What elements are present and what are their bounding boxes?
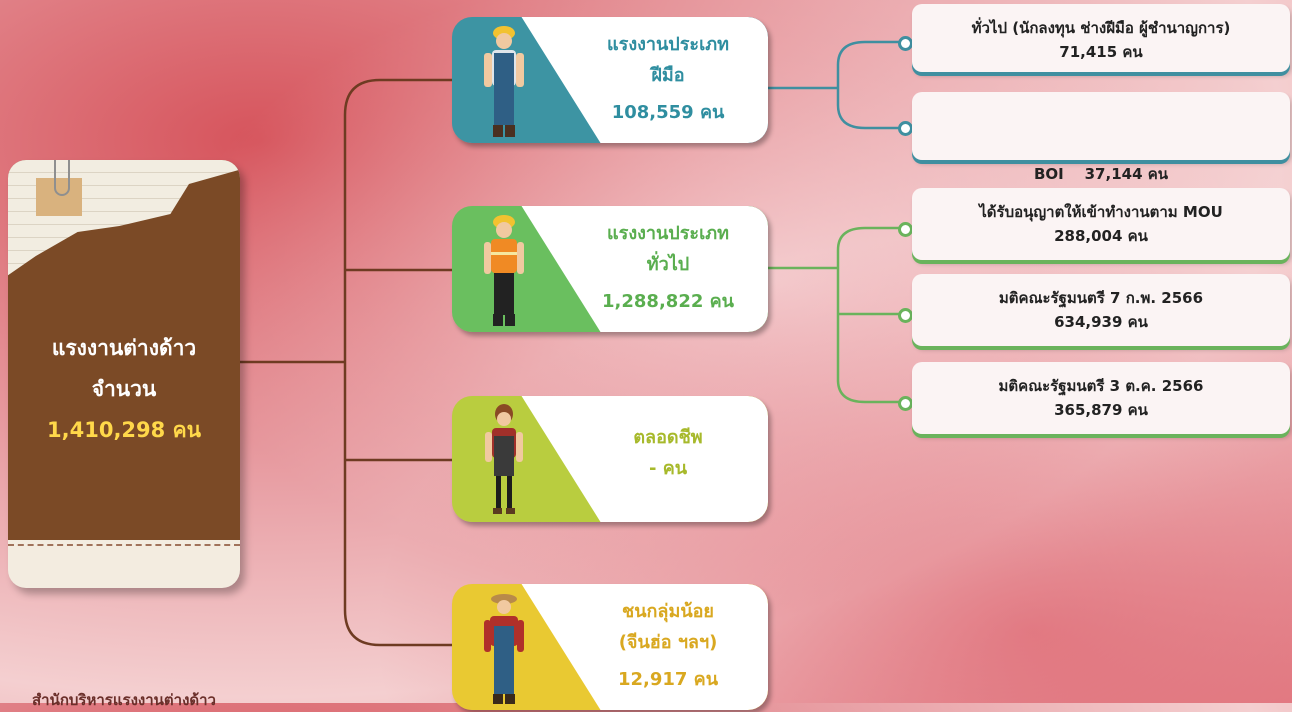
category-title1: ตลอดชีพ: [633, 427, 703, 448]
sub-line1: ทั่วไป (นักลงทุน ช่างฝีมือ ผู้ชำนาญการ): [971, 19, 1231, 37]
category-title2: (จีนฮ่อ ฯลฯ): [618, 632, 718, 653]
category-title1: แรงงานประเภท: [607, 223, 729, 244]
worker-helmet-icon: [484, 26, 524, 137]
sub-line2: 288,004 คน: [1054, 227, 1148, 245]
category-title2: ฝีมือ: [651, 65, 685, 86]
sub-line1: ได้รับอนุญาตให้เข้าทำงานตาม MOU: [979, 203, 1223, 221]
category-label: แรงงานประเภท ทั่วไป 1,288,822 คน: [568, 218, 768, 317]
connector-dot: [898, 36, 913, 51]
connector-dot: [898, 308, 913, 323]
sub-general-mou: ได้รับอนุญาตให้เข้าทำงานตาม MOU 288,004 …: [912, 188, 1290, 260]
sub-line2: 71,415 คน: [1059, 43, 1143, 61]
sub-skilled-boi: BOI 37,144 คน: [912, 92, 1290, 183]
sub-skilled-general: ทั่วไป (นักลงทุน ช่างฝีมือ ผู้ชำนาญการ) …: [912, 4, 1290, 72]
category-general: แรงงานประเภท ทั่วไป 1,288,822 คน: [452, 206, 768, 332]
footer-source: สำนักบริหารแรงงานต่างด้าว: [32, 691, 216, 709]
paperclip-icon: [54, 160, 70, 196]
farmer-overalls-icon: [484, 594, 524, 704]
root-connectors: [240, 78, 452, 647]
sub-general-cabinet-oct: มติคณะรัฐมนตรี 3 ต.ค. 2566 365,879 คน: [912, 362, 1290, 434]
category-title1: ชนกลุ่มน้อย: [622, 601, 714, 622]
woman-apron-icon: [485, 404, 523, 514]
sub-line1: มติคณะรัฐมนตรี 3 ต.ค. 2566: [998, 377, 1204, 395]
category-skilled: แรงงานประเภท ฝีมือ 108,559 คน: [452, 17, 768, 143]
connector-dot: [898, 222, 913, 237]
category-title2: ทั่วไป: [646, 254, 690, 275]
category-count: 1,288,822 คน: [602, 291, 734, 312]
sub-line2: 365,879 คน: [1054, 401, 1148, 419]
connector-dot: [898, 121, 913, 136]
worker-vest-icon: [484, 215, 524, 326]
category-lifetime: ตลอดชีพ - คน: [452, 396, 768, 522]
connector-dot: [898, 396, 913, 411]
category-title1: แรงงานประเภท: [607, 34, 729, 55]
category-count: - คน: [648, 458, 688, 479]
sub-line2: 634,939 คน: [1054, 313, 1148, 331]
root-notebook: แรงงานต่างด้าว จำนวน 1,410,298 คน: [8, 160, 240, 588]
skilled-connectors: [768, 40, 905, 130]
notebook-dashed-line: [8, 544, 240, 546]
category-label: แรงงานประเภท ฝีมือ 108,559 คน: [568, 29, 768, 128]
category-count: 12,917 คน: [617, 669, 719, 690]
category-count: 108,559 คน: [611, 102, 725, 123]
root-label: แรงงานต่างด้าว จำนวน 1,410,298 คน: [8, 328, 240, 451]
category-label: ตลอดชีพ - คน: [568, 422, 768, 484]
root-total: 1,410,298 คน: [47, 418, 201, 442]
category-label: ชนกลุ่มน้อย (จีนฮ่อ ฯลฯ) 12,917 คน: [568, 596, 768, 695]
sub-general-cabinet-feb: มติคณะรัฐมนตรี 7 ก.พ. 2566 634,939 คน: [912, 274, 1290, 346]
notebook-tag: [36, 178, 82, 216]
root-line2: จำนวน: [91, 377, 157, 401]
general-connectors: [768, 226, 905, 404]
sub-line1: BOI 37,144 คน: [1033, 165, 1169, 183]
sub-line1: มติคณะรัฐมนตรี 7 ก.พ. 2566: [998, 289, 1204, 307]
root-line1: แรงงานต่างด้าว: [51, 336, 197, 360]
category-minority: ชนกลุ่มน้อย (จีนฮ่อ ฯลฯ) 12,917 คน: [452, 584, 768, 710]
